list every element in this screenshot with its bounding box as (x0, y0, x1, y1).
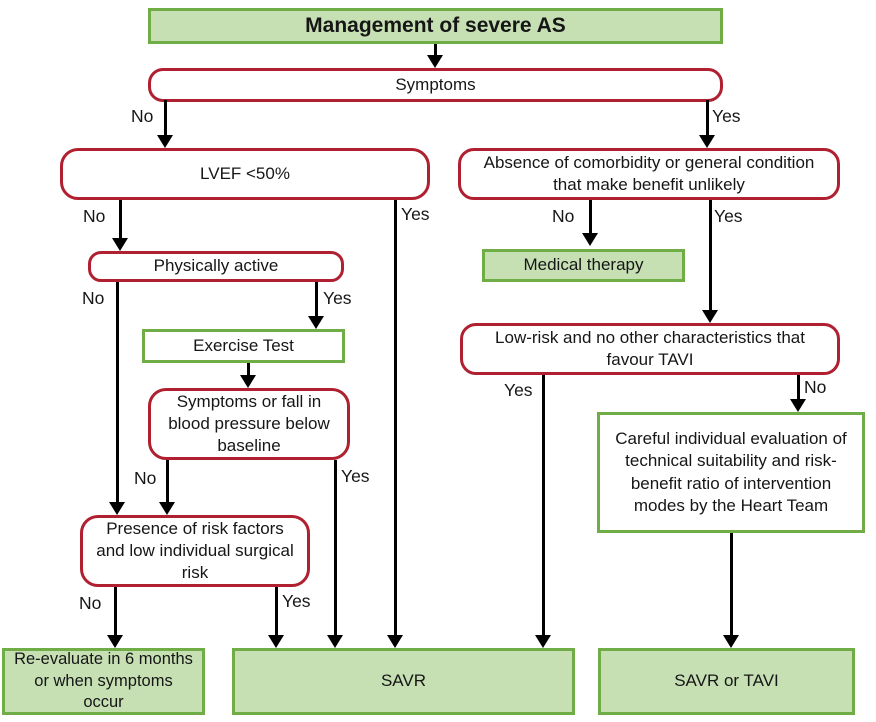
edge-presence-yes-label: Yes (282, 591, 311, 611)
edge-symptoms-no-line (163, 100, 167, 135)
node-symptoms: Symptoms (148, 68, 723, 102)
edge-fall-yes-line (333, 460, 337, 635)
edge-lvef-no-label: No (83, 206, 106, 226)
edge-presence-yes-line (274, 587, 278, 635)
edge-physically-yes-line (314, 282, 318, 316)
edge-exercise-fall-line (246, 363, 250, 375)
edge-lvef-yes-arrowhead (387, 635, 403, 648)
node-reevaluate: Re-evaluate in 6 months or when symptoms… (2, 648, 205, 715)
edge-physically-no-label: No (82, 288, 105, 308)
edge-lowrisk-no-arrowhead (790, 399, 806, 412)
edge-physically-yes-arrowhead (308, 316, 324, 329)
node-title: Management of severe AS (148, 8, 723, 44)
node-careful-evaluation: Careful individual evaluation of technic… (597, 412, 865, 533)
edge-lvef-no-line (118, 200, 122, 238)
node-low-risk-tavi: Low-risk and no other characteristics th… (460, 323, 840, 375)
edge-lowrisk-yes-arrowhead (535, 635, 551, 648)
node-savr-or-tavi: SAVR or TAVI (598, 648, 855, 715)
edge-exercise-fall-arrowhead (240, 375, 256, 388)
edge-symptoms-yes-arrowhead (699, 135, 715, 148)
edge-lowrisk-no-line (796, 375, 800, 399)
edge-title-symptoms-arrowhead (427, 55, 443, 68)
edge-careful-savrtavi-arrowhead (723, 635, 739, 648)
edge-lvef-no-arrowhead (112, 238, 128, 251)
edge-absence-no-arrowhead (582, 233, 598, 246)
edge-fall-yes-arrowhead (327, 635, 343, 648)
edge-lowrisk-no-label: No (804, 377, 827, 397)
edge-presence-yes-arrowhead (268, 635, 284, 648)
edge-fall-no-line (165, 460, 169, 502)
node-exercise-test: Exercise Test (142, 329, 345, 363)
edge-lowrisk-yes-label: Yes (504, 380, 533, 400)
edge-absence-yes-line (708, 200, 712, 310)
edge-fall-no-label: No (134, 468, 157, 488)
edge-presence-no-arrowhead (107, 635, 123, 648)
node-presence-risk-factors: Presence of risk factors and low individ… (80, 515, 310, 587)
edge-symptoms-no-arrowhead (157, 135, 173, 148)
node-physically-active: Physically active (88, 251, 344, 282)
edge-absence-no-label: No (552, 206, 575, 226)
edge-symptoms-yes-line (705, 100, 709, 135)
edge-lvef-yes-label: Yes (401, 204, 430, 224)
edge-physically-yes-label: Yes (323, 288, 352, 308)
edge-symptoms-no-label: No (131, 106, 154, 126)
edge-lvef-yes-line (393, 200, 397, 635)
node-absence-comorbidity: Absence of comorbidity or general condit… (458, 148, 840, 200)
edge-physically-no-arrowhead (109, 502, 125, 515)
edge-presence-no-line (113, 587, 117, 635)
node-symptoms-fall-bp: Symptoms or fall in blood pressure below… (148, 388, 350, 460)
edge-lowrisk-yes-line (541, 375, 545, 635)
edge-fall-no-arrowhead (159, 502, 175, 515)
edge-physically-no-line (115, 282, 119, 502)
edge-absence-yes-label: Yes (714, 206, 743, 226)
edge-absence-yes-arrowhead (702, 310, 718, 323)
node-savr: SAVR (232, 648, 575, 715)
edge-presence-no-label: No (79, 593, 102, 613)
edge-symptoms-yes-label: Yes (712, 106, 741, 126)
edge-careful-savrtavi-line (729, 533, 733, 635)
edge-title-symptoms-line (433, 44, 437, 55)
node-lvef: LVEF <50% (60, 148, 430, 200)
edge-absence-no-line (588, 200, 592, 233)
node-medical-therapy: Medical therapy (482, 249, 685, 282)
edge-fall-yes-label: Yes (341, 466, 370, 486)
